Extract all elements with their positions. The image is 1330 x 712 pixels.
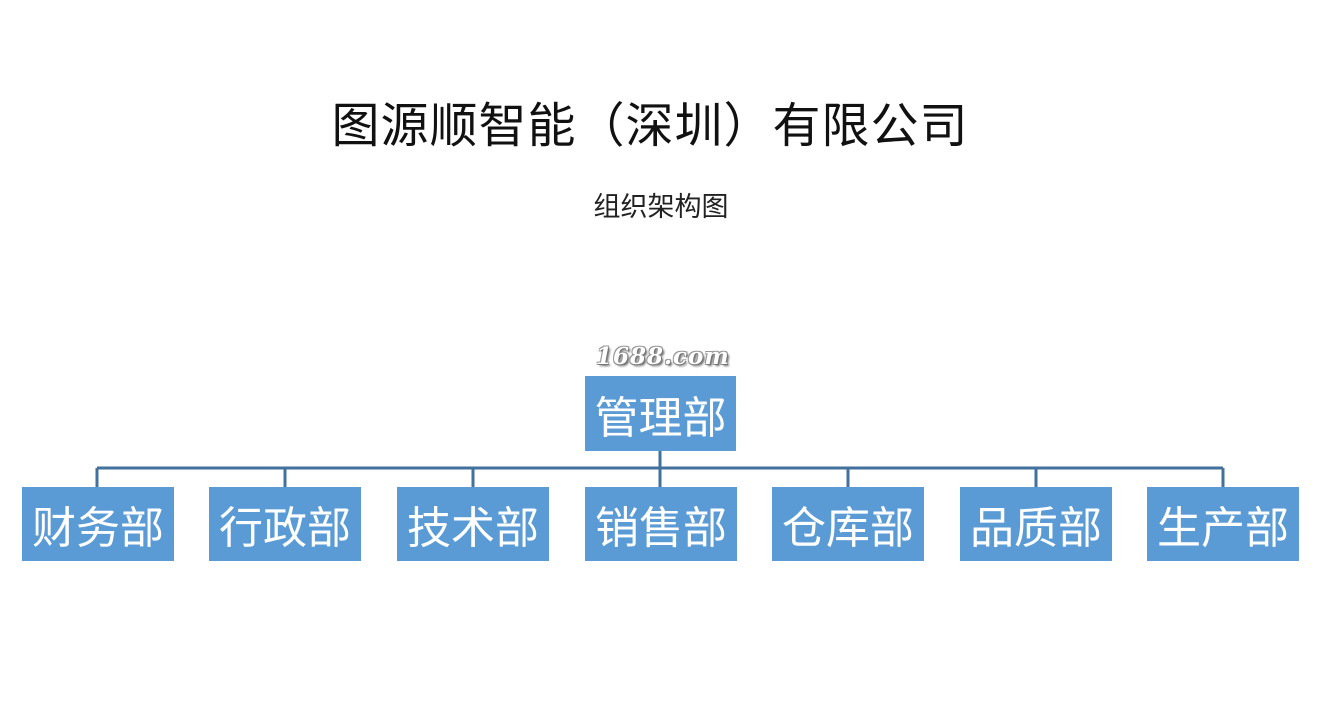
company-title: 图源顺智能（深圳）有限公司 [331,98,969,154]
org-node-child: 财务部 [22,487,174,561]
org-node-child: 行政部 [209,487,361,561]
org-node-child: 技术部 [397,487,549,561]
org-node-child: 品质部 [960,487,1112,561]
org-node-child: 仓库部 [772,487,924,561]
chart-subtitle: 组织架构图 [593,192,729,223]
org-node-root: 管理部 [585,376,736,451]
watermark-logo: 1688.com [596,343,730,370]
org-node-child: 销售部 [585,487,737,561]
org-node-child: 生产部 [1147,487,1299,561]
